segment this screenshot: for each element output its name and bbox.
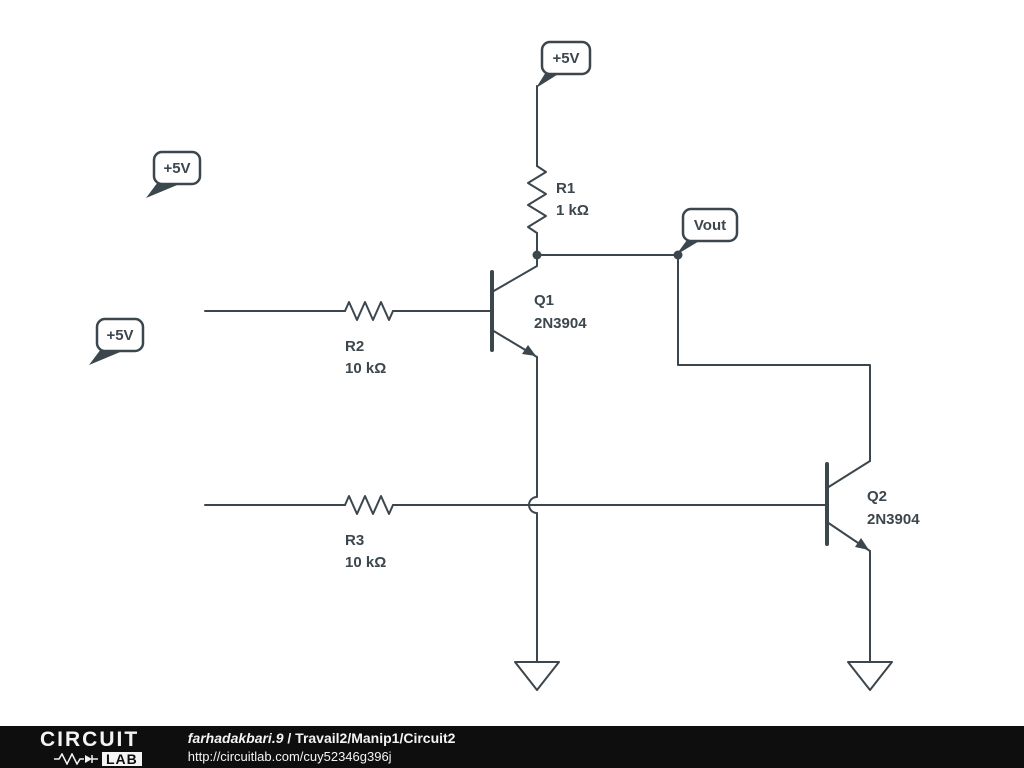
flag-box (95, 317, 145, 353)
ground-icon-q1 (514, 661, 560, 691)
vout-flag: Vout (676, 207, 739, 255)
flag-tail-icon (89, 349, 125, 365)
wire-vout-to-q2-collector (677, 254, 871, 462)
circuitlab-logo: CIRCUIT LAB (40, 729, 142, 766)
flag-box (681, 207, 739, 243)
waveform-icon (54, 752, 98, 765)
r1-value: 1 kΩ (556, 202, 589, 219)
circuitlab-logo-text: CIRCUIT (40, 727, 140, 751)
transistor-q2-symbol (825, 460, 871, 552)
footer-text: farhadakbari.9 / Travail2/Manip1/Circuit… (188, 730, 456, 764)
label-r3: R3 10 kΩ (345, 532, 386, 571)
r3-value: 10 kΩ (345, 554, 386, 571)
flag-tail-icon (146, 182, 182, 198)
r2-designator: R2 (345, 338, 364, 355)
schematic-path: Travail2/Manip1/Circuit2 (295, 729, 456, 746)
wire-q1-emitter-to-ground (528, 356, 538, 663)
q2-emitter-arrow-icon (855, 538, 869, 550)
title-separator: / (283, 729, 296, 746)
vcc-flag-upper-left-label: +5V (163, 160, 190, 177)
q1-part: 2N3904 (534, 315, 587, 332)
resistor-r3-body (344, 495, 394, 515)
r2-value: 10 kΩ (345, 360, 386, 377)
vout-flag-label: Vout (694, 217, 726, 234)
vcc-flag-lower-left-label: +5V (106, 327, 133, 344)
circuit-canvas: +5V +5V +5V Vout R1 1 kΩ R2 10 kΩ R3 10 … (89, 40, 921, 691)
vcc-flag-upper-left: +5V (146, 150, 202, 198)
flag-tail-icon (536, 72, 560, 88)
label-q2: Q2 2N3904 (867, 488, 920, 528)
q1-emitter-arrow-icon (522, 345, 536, 356)
footer-bar: CIRCUIT LAB farhadakbari.9 / Travail2/Ma… (0, 726, 1024, 768)
label-r2: R2 10 kΩ (345, 338, 386, 377)
ground-icon-q2 (847, 661, 893, 691)
label-r1: R1 1 kΩ (556, 180, 589, 219)
circuitlab-lab-badge: LAB (102, 751, 142, 766)
flag-tail-icon (676, 240, 701, 255)
label-q1: Q1 2N3904 (534, 292, 587, 332)
q2-collector-lead (826, 460, 871, 489)
q1-designator: Q1 (534, 292, 554, 309)
resistor-r2-body (344, 301, 394, 321)
r1-designator: R1 (556, 180, 575, 197)
resistor-r1-body (527, 165, 547, 234)
vcc-flag-top: +5V (536, 40, 592, 88)
author-name: farhadakbari.9 (187, 729, 284, 746)
q2-part: 2N3904 (867, 511, 920, 528)
vcc-flag-top-label: +5V (552, 50, 579, 67)
r3-designator: R3 (345, 532, 364, 549)
transistor-q1-symbol (490, 254, 538, 358)
schematic-title: farhadakbari.9 / Travail2/Manip1/Circuit… (188, 730, 456, 747)
q2-designator: Q2 (867, 488, 887, 505)
vcc-flag-lower-left: +5V (89, 317, 145, 365)
flag-box (540, 40, 592, 76)
q1-collector-lead (491, 254, 538, 293)
schematic-url: http://circuitlab.com/cuy52346g396j (187, 748, 392, 764)
flag-box (152, 150, 202, 186)
